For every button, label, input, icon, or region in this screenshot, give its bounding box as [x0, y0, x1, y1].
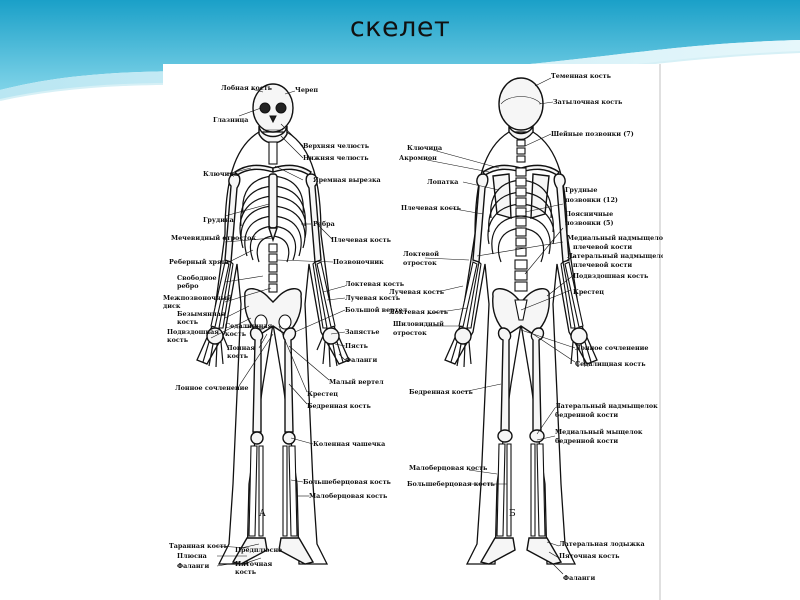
- label-medial-epicondyle-2: плечевой кости: [573, 243, 632, 251]
- label-pubic-symphysis-a: Лонное сочленение: [175, 384, 248, 392]
- label-patella: Коленная чашечка: [313, 440, 385, 448]
- label-ischium-b: Седалищная кость: [575, 360, 646, 368]
- label-styloid-2: отросток: [393, 329, 427, 337]
- front-ribcage: [239, 175, 307, 263]
- label-femur-a: Бедренная кость: [307, 402, 371, 410]
- label-metacarpus: Пясть: [345, 342, 369, 350]
- label-ischium-1: Седалищная: [225, 322, 273, 330]
- front-right-hand: [316, 327, 344, 368]
- label-scapula: Лопатка: [427, 178, 458, 186]
- back-right-hand: [570, 327, 592, 368]
- label-phalanges-hand: Фаланги: [345, 356, 377, 364]
- label-lumbar-1: Поясничные: [565, 210, 613, 218]
- label-disc-2: диск: [163, 302, 181, 310]
- label-medial-condyle-femur-2: бедренной кости: [555, 437, 618, 445]
- skeleton-front-view: [196, 83, 350, 565]
- label-maxilla: Верхняя челюсть: [303, 142, 370, 150]
- label-metatarsus: Плюсна: [177, 552, 207, 560]
- panel-a-letter: А: [259, 509, 266, 519]
- label-sacrum-b: Крестец: [573, 288, 604, 296]
- label-phalanges-foot-b: Фаланги: [563, 574, 595, 582]
- label-ilium-2: кость: [167, 336, 189, 344]
- label-talus: Таранная кость: [169, 542, 229, 550]
- label-frontal-bone: Лобная кость: [221, 84, 273, 92]
- label-mandible: Нижняя челюсть: [303, 154, 369, 162]
- label-costal-cartilage: Реберный хрящ: [169, 258, 229, 266]
- label-lesser-trochanter: Малый вертел: [329, 378, 384, 386]
- label-lateral-malleolus: Латеральная лодыжка: [559, 540, 645, 548]
- label-phalanges-foot-a: Фаланги: [177, 562, 209, 570]
- label-sacrum-a: Крестец: [307, 390, 338, 398]
- label-clavicle-b: Ключица: [407, 144, 442, 152]
- label-olecranon-1: Локтевой: [403, 250, 439, 258]
- labels-back: Теменная кость Затылочная кость Шейные п…: [389, 72, 663, 582]
- label-pubis-2: кость: [227, 352, 249, 360]
- leader-lines: [210, 77, 576, 575]
- label-ilium-b: Подвздошная кость: [573, 272, 649, 280]
- label-floating-rib-2: ребро: [177, 282, 199, 290]
- label-fibula-a: Малоберцовая кость: [309, 492, 388, 500]
- label-ischium-2: кость: [225, 330, 247, 338]
- label-humerus-a: Плечевая кость: [331, 236, 392, 244]
- label-tarsus: Предплюсна: [235, 546, 282, 554]
- front-spine: [268, 243, 278, 293]
- label-medial-condyle-femur-1: Медиальный мыщелок: [555, 428, 643, 436]
- label-parietal-bone: Теменная кость: [551, 72, 612, 80]
- label-thoracic-2: позвонки (12): [565, 196, 618, 204]
- label-pubis-1: Лонная: [227, 344, 255, 352]
- label-medial-epicondyle-1: Медиальный надмыщелок: [567, 234, 663, 242]
- label-olecranon-2: отросток: [403, 259, 437, 267]
- label-femur-b: Бедренная кость: [409, 388, 473, 396]
- label-tibia-b: Большеберцовая кость: [407, 480, 496, 488]
- label-tibia-a: Большеберцовая кость: [303, 478, 392, 486]
- label-spine: Позвоночник: [333, 258, 384, 266]
- label-styloid-1: Шиловидный: [393, 320, 444, 328]
- slide-title: скелет: [349, 12, 451, 43]
- label-jugular-notch: Яремная вырезка: [313, 176, 381, 184]
- label-greater-trochanter: Большой вертел: [345, 306, 408, 314]
- label-orbit: Глазница: [213, 116, 248, 124]
- label-calcaneus-a-1: Пяточная: [235, 560, 272, 568]
- panel-b-letter: Б: [509, 509, 516, 519]
- skeleton-figure: Лобная кость Череп Глазница Верхняя челю…: [163, 64, 663, 600]
- label-xiphoid-1: Мечевидный отросток: [171, 234, 256, 242]
- label-radius-b: Лучевая кость: [389, 288, 445, 296]
- label-floating-rib-1: Свободное: [177, 274, 217, 282]
- label-lateral-epicondyle-2: плечевой кости: [573, 261, 632, 269]
- skeleton-diagram: Лобная кость Череп Глазница Верхняя челю…: [163, 64, 663, 600]
- back-spine: [514, 167, 528, 292]
- label-acromion: Акромион: [399, 154, 437, 162]
- label-lateral-condyle-femur-2: бедренной кости: [555, 411, 618, 419]
- label-ribs: Ребра: [313, 220, 335, 228]
- label-radius-a: Лучевая кость: [345, 294, 401, 302]
- label-sternum: Грудина: [203, 216, 234, 224]
- labels-front: Лобная кость Череп Глазница Верхняя челю…: [163, 84, 408, 576]
- label-ulna-a: Локтевая кость: [345, 280, 405, 288]
- skeleton-back-view: [444, 77, 598, 565]
- label-humerus-b: Плечевая кость: [401, 204, 462, 212]
- label-cervical-vertebrae: Шейные позвонки (7): [551, 130, 634, 138]
- label-lateral-epicondyle-1: Латеральный надмыщелок: [567, 252, 663, 260]
- label-calcaneus-b: Пяточная кость: [559, 552, 620, 560]
- label-ilium-1: Подвздошная: [167, 328, 219, 336]
- label-lateral-condyle-femur-1: Латеральный надмыщелок: [555, 402, 658, 410]
- label-calcaneus-a-2: кость: [235, 568, 257, 576]
- label-innominate-2: кость: [177, 318, 199, 326]
- label-carpus: Запястье: [345, 328, 379, 336]
- label-occipital-bone: Затылочная кость: [553, 98, 623, 106]
- label-cranium: Череп: [295, 86, 318, 94]
- label-disc-1: Межпозвоночный: [163, 294, 232, 302]
- label-fibula-b: Малоберцовая кость: [409, 464, 488, 472]
- label-innominate-1: Безымянная: [177, 310, 226, 318]
- label-ulna-b: Локтевая кость: [389, 308, 449, 316]
- label-pubic-symphysis-b: Лонное сочленение: [575, 344, 648, 352]
- back-left-hand: [450, 327, 472, 368]
- label-thoracic-1: Грудные: [565, 186, 597, 194]
- label-clavicle-a: Ключица: [203, 170, 238, 178]
- label-lumbar-2: позвонки (5): [565, 219, 613, 227]
